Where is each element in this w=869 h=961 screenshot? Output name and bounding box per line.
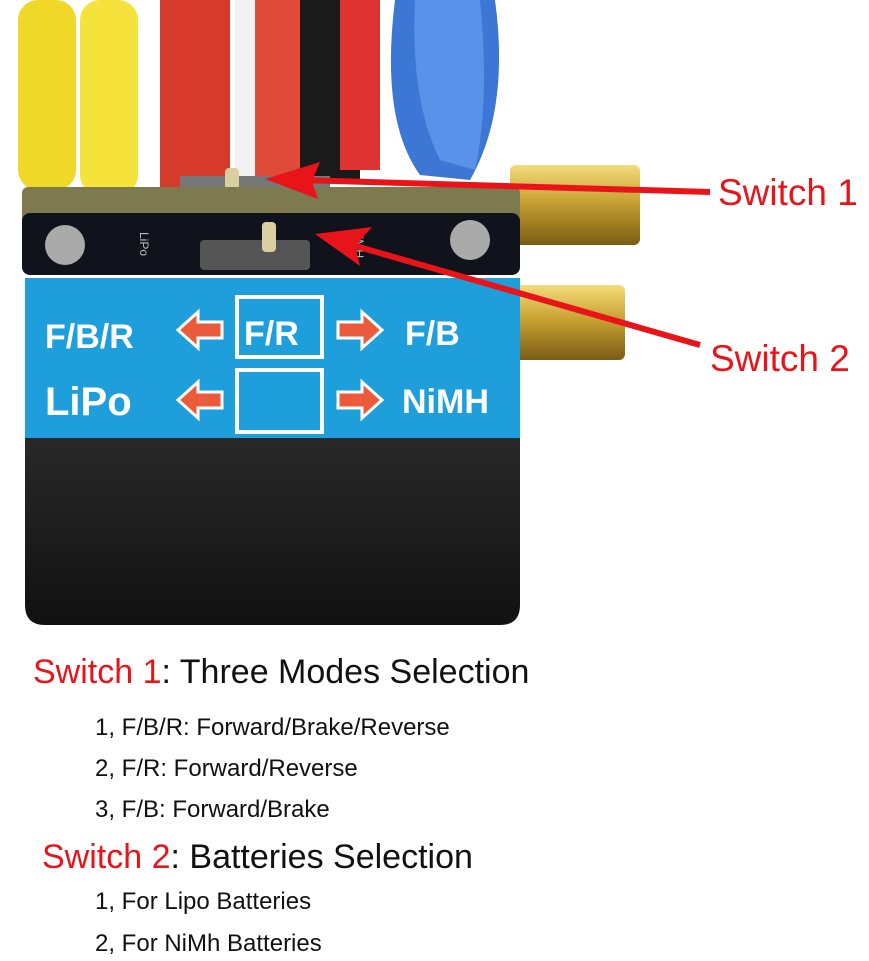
section2-item: 1, For Lipo Batteries [95, 888, 312, 915]
section1-title: : Three Modes Selection [161, 653, 530, 691]
callout-arrow-1 [265, 162, 711, 199]
callout-arrow-2 [315, 227, 701, 348]
section2-switch-name: Switch 2 [42, 838, 171, 876]
section1-item: 3, F/B: Forward/Brake [95, 796, 330, 823]
section1-item: 1, F/B/R: Forward/Brake/Reverse [95, 714, 450, 741]
brass-connector-1 [510, 165, 640, 245]
section2-heading: Switch 2: Batteries Selection [42, 838, 473, 877]
section1-heading: Switch 1: Three Modes Selection [33, 653, 529, 692]
callout-switch-2: Switch 2 [710, 338, 850, 379]
brass-connector-2 [515, 285, 625, 360]
label-lipo: LiPo [45, 380, 132, 424]
section2-item: 2, For NiMh Batteries [95, 930, 322, 957]
label-fbr: F/B/R [45, 318, 134, 356]
label-nimh: NiMH [402, 383, 489, 421]
label-fb: F/B [405, 315, 460, 353]
esc-product-photo: LiPo NiMH F/B/R F/R F/B LiPo NiMH [18, 0, 711, 625]
section1-item: 2, F/R: Forward/Reverse [95, 755, 358, 782]
pcb-lipo-print: LiPo [137, 232, 151, 256]
label-fr: F/R [244, 315, 299, 353]
section2-title: : Batteries Selection [170, 838, 473, 876]
wires [18, 0, 500, 200]
callout-switch-1: Switch 1 [718, 172, 858, 213]
section1-switch-name: Switch 1 [33, 653, 162, 691]
direction-arrows [175, 308, 385, 422]
